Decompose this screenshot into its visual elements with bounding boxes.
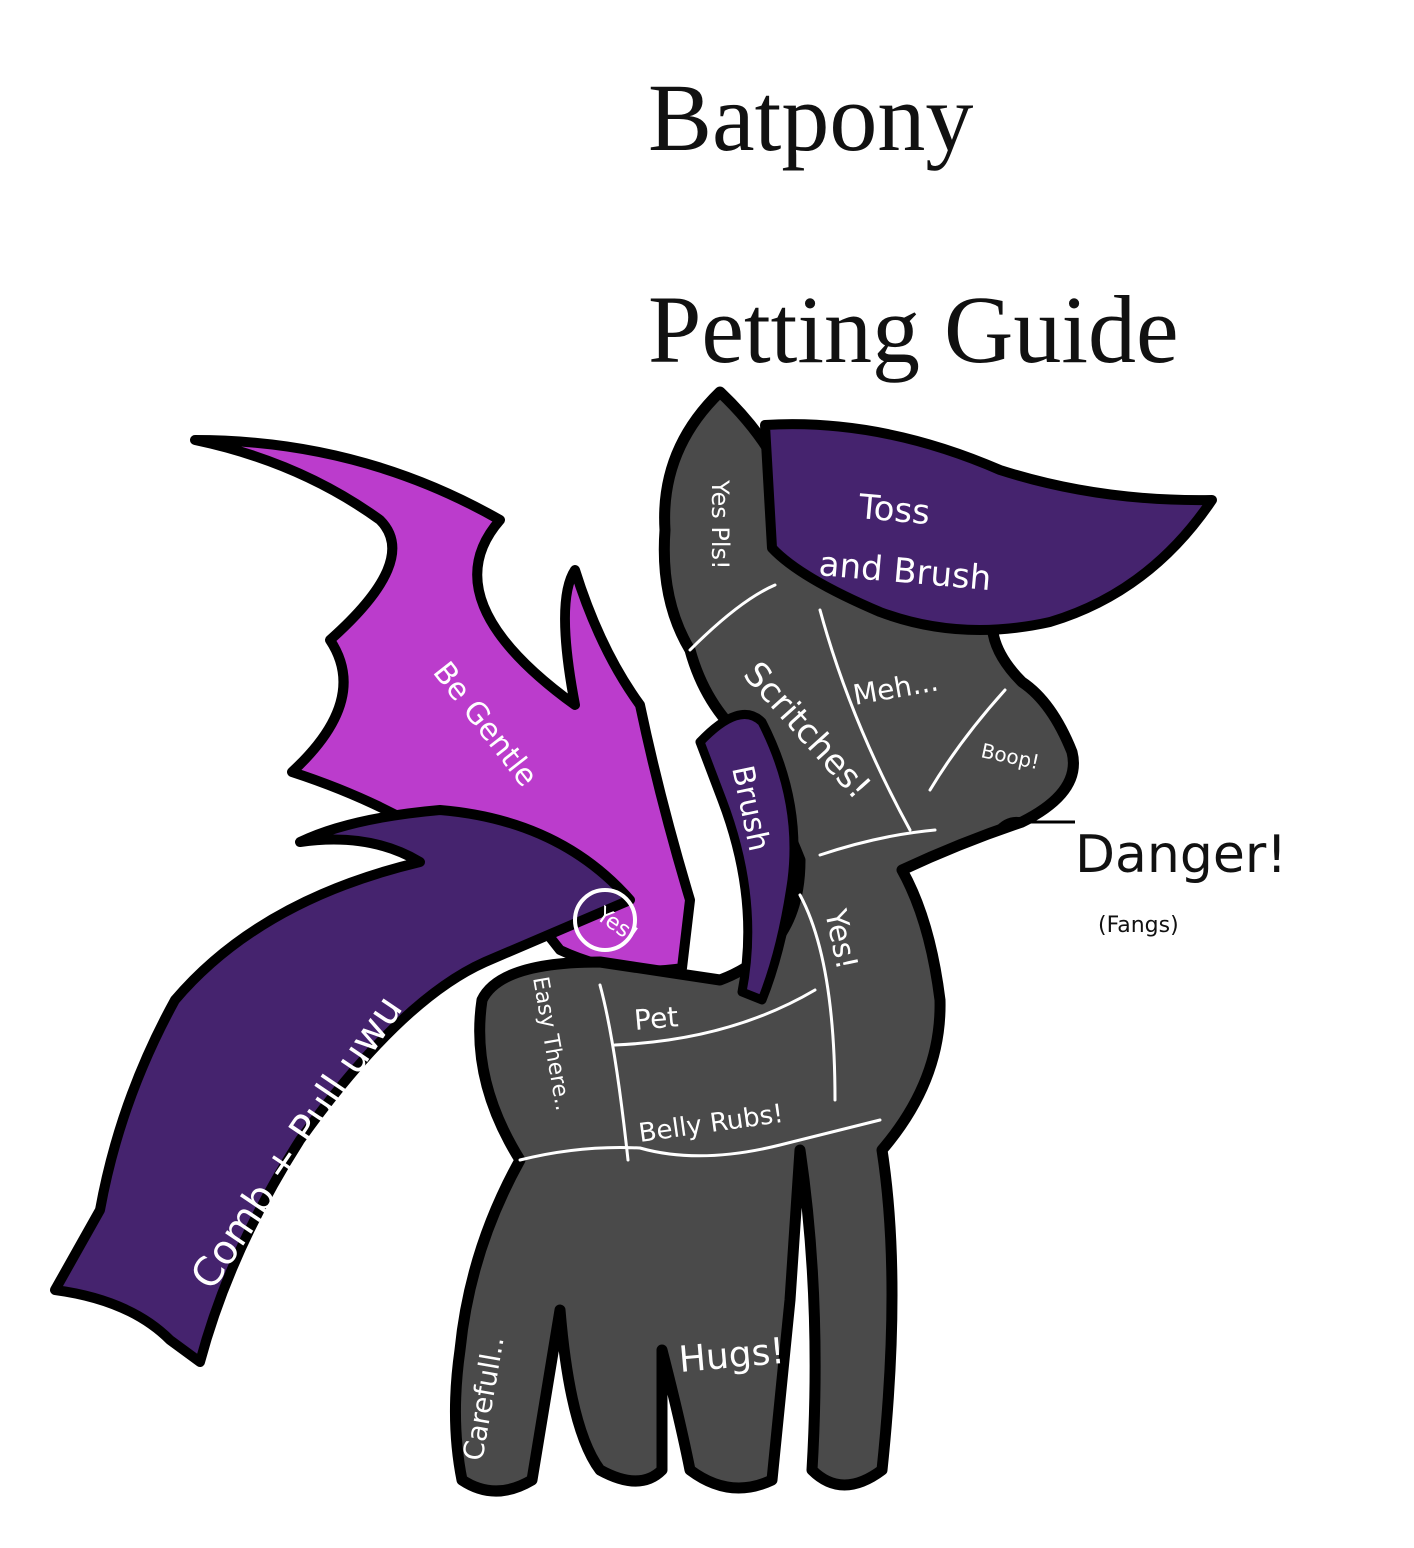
label-mouth: Danger! bbox=[1075, 825, 1287, 885]
title-line-1: Batpony bbox=[648, 64, 974, 171]
mane-shape bbox=[760, 419, 1217, 635]
danger-pointer-line bbox=[993, 816, 1075, 831]
title-line-2: Petting Guide bbox=[648, 276, 1179, 383]
label-mane-top: Toss bbox=[856, 487, 931, 533]
label-ear: Yes Pls! bbox=[706, 479, 734, 570]
wing-base-circle bbox=[573, 888, 637, 952]
label-front-legs: Hugs! bbox=[677, 1331, 786, 1381]
divider-lines bbox=[518, 583, 1007, 1162]
neck-mane-shape bbox=[695, 710, 799, 1005]
wing-shape bbox=[190, 435, 695, 976]
tail-shape bbox=[50, 805, 635, 1367]
label-back: Pet bbox=[633, 1000, 680, 1037]
label-mouth-note: (Fangs) bbox=[1098, 913, 1179, 938]
body-shape bbox=[449, 386, 1079, 1497]
